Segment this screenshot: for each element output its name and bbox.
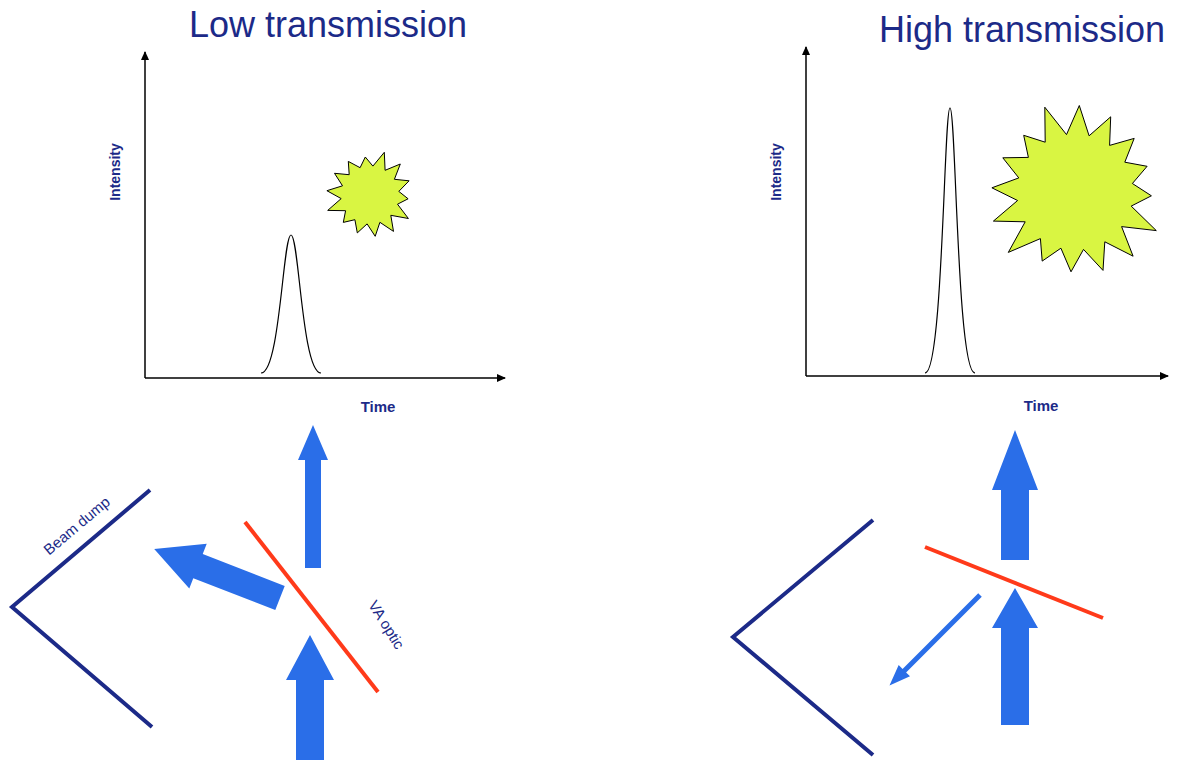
transmitted-beam [298, 425, 328, 568]
x-axis [145, 377, 505, 379]
axis-label: Time [361, 399, 396, 416]
axis-label: Intensity [108, 143, 123, 201]
beam-dump [733, 520, 873, 755]
reflected-beam [146, 527, 289, 621]
starburst [327, 152, 409, 236]
input-beam [286, 635, 334, 760]
x-axis [806, 375, 1168, 377]
axis-label: Time [1024, 398, 1059, 415]
signal-peak [261, 235, 321, 373]
transmitted-beam [992, 430, 1038, 560]
reflected-beam [884, 589, 986, 691]
signal-peak [925, 108, 975, 373]
part-label: VA optic [365, 598, 408, 652]
y-axis [144, 52, 146, 378]
panel-title: Low transmission [189, 5, 467, 45]
y-axis [805, 47, 807, 376]
panel-title: High transmission [879, 10, 1165, 50]
beam-dump [12, 490, 152, 727]
starburst [992, 106, 1156, 272]
axis-label: Intensity [769, 143, 784, 201]
input-beam [992, 588, 1038, 725]
part-label: Beam dump [41, 494, 114, 559]
